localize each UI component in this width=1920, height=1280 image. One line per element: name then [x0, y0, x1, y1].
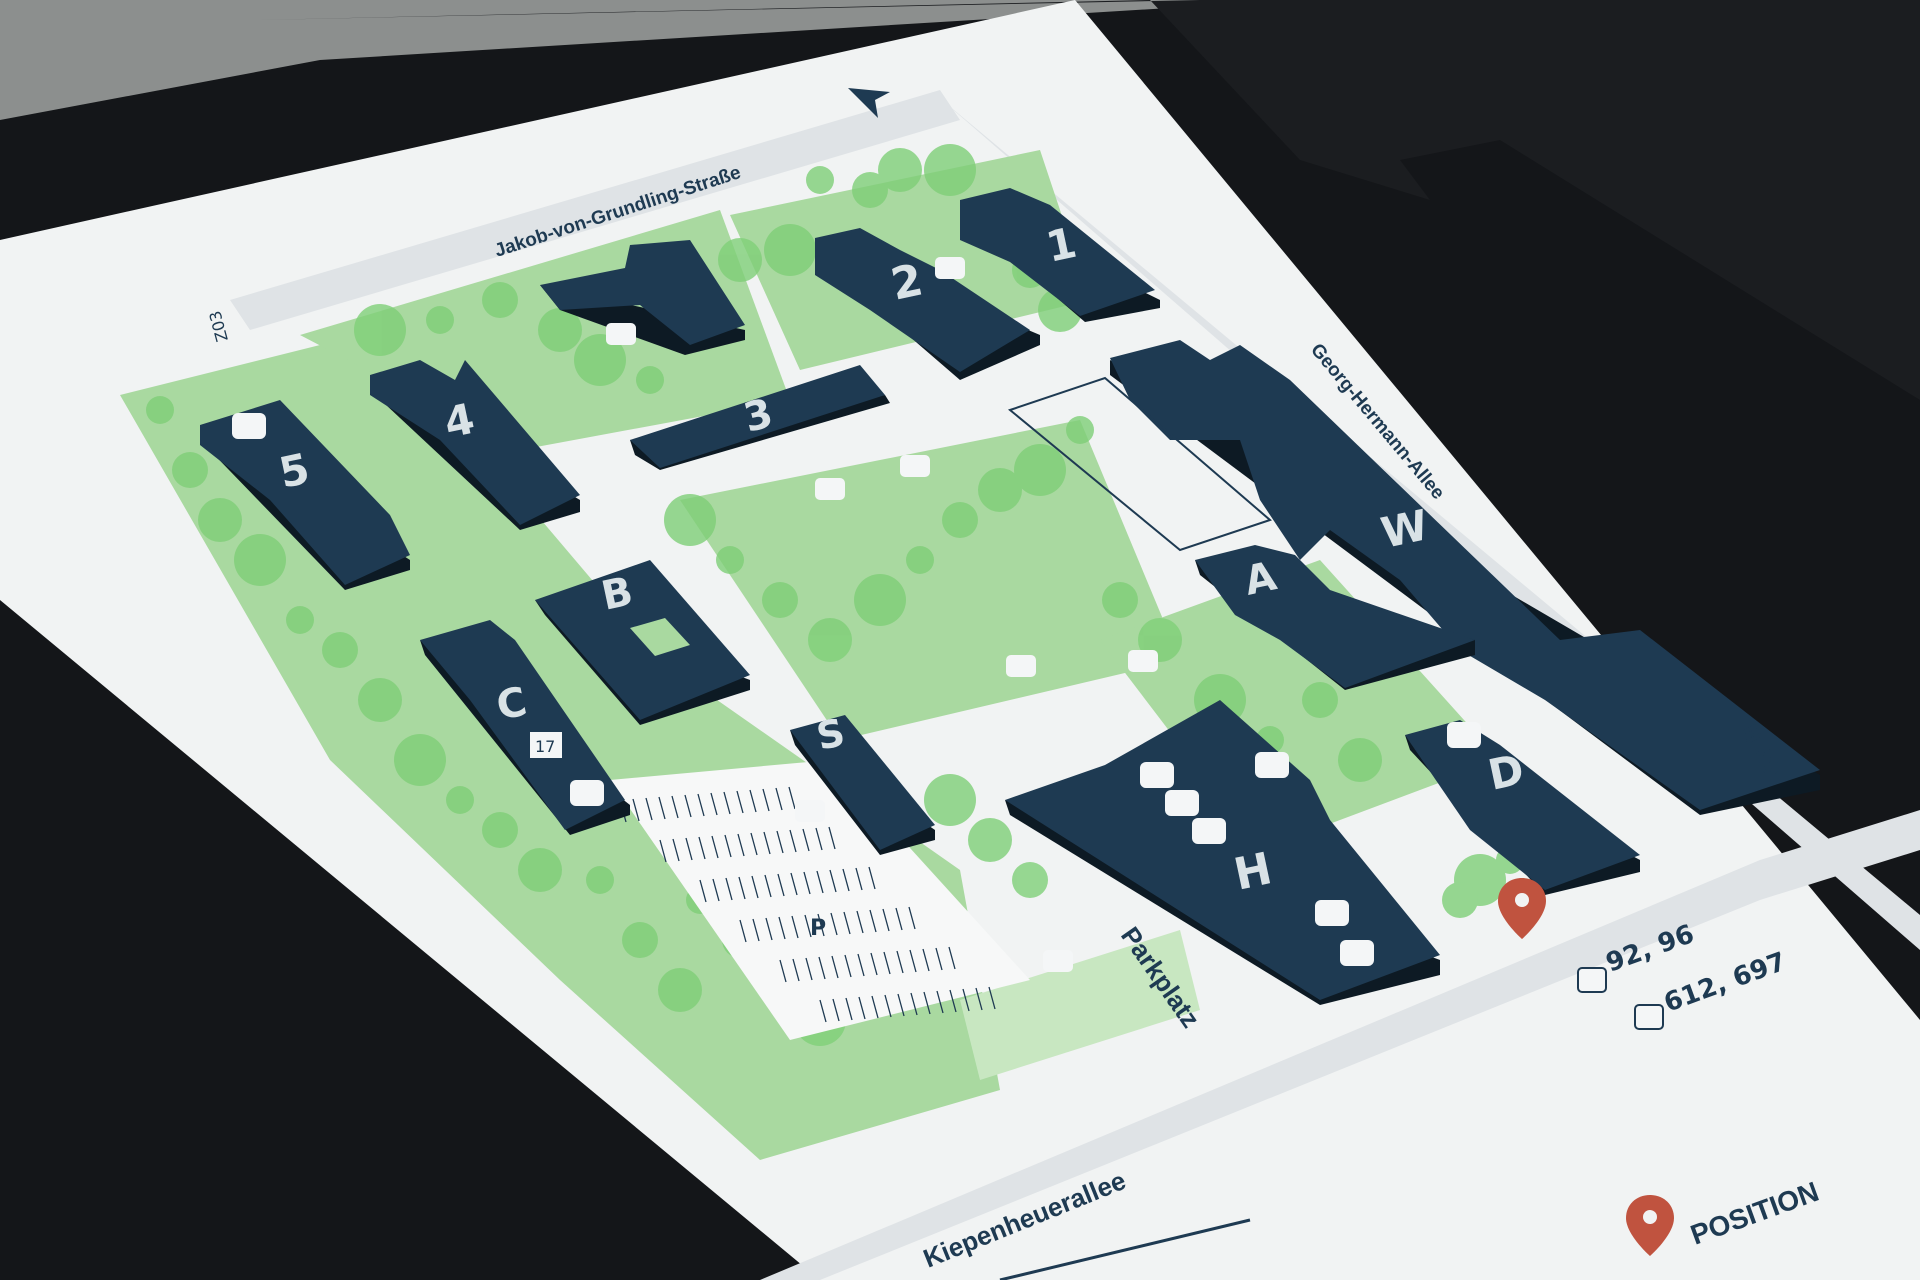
bus-icon [1634, 1004, 1664, 1030]
tram-icon [1577, 967, 1607, 993]
parking-icon: P [810, 916, 826, 941]
restaurant-icon [570, 780, 604, 806]
accessible-icon [606, 323, 636, 345]
building-c: C 17 [420, 620, 630, 835]
road-network [230, 90, 1920, 1280]
building-h: H [1005, 700, 1440, 1005]
building-d: D [1405, 720, 1640, 895]
map-icons: P [606, 257, 1158, 972]
building-5: 5 [200, 400, 410, 590]
bicycle-icon [900, 455, 930, 477]
toilet-icon [1192, 818, 1226, 844]
plaza-outline [1007, 376, 1272, 552]
parking-area [610, 760, 1030, 1040]
building-w-label: W [1377, 500, 1433, 558]
printer-icon [1340, 940, 1374, 966]
building-a: A [1195, 545, 1475, 690]
building-s: S [790, 710, 935, 855]
building-3: 3 [630, 365, 890, 470]
coffee-icon [1255, 752, 1289, 778]
legend-line [999, 1218, 1251, 1280]
building-w: W [1110, 340, 1820, 815]
courtyard [630, 618, 690, 656]
home-icon [232, 413, 266, 439]
meeting-icon [1165, 790, 1199, 816]
building-4: 4 [370, 360, 580, 530]
room-badge: 17 [535, 737, 555, 756]
globe-icon [1447, 722, 1481, 748]
car-icon [1043, 950, 1073, 972]
stairs-icon [1140, 762, 1174, 788]
location-pin-icon [1498, 878, 1546, 939]
info-icon [1315, 900, 1349, 926]
buildings: 1 2 3 4 5 [200, 188, 1820, 1005]
bench-icon [935, 257, 965, 279]
north-arrow-icon [848, 88, 890, 118]
parking-p-icon [795, 800, 825, 822]
building-2: 2 [815, 228, 1040, 380]
room-badge-box [530, 732, 562, 758]
legend-pin-icon [1626, 1195, 1674, 1256]
building-1: 1 [960, 188, 1160, 322]
playground-icon [1128, 650, 1158, 672]
building-b: B [535, 560, 750, 725]
bench-icon-2 [815, 478, 845, 500]
table-back-edge [260, 0, 1920, 400]
building-top-angle [540, 240, 745, 355]
picnic-icon [1006, 655, 1036, 677]
